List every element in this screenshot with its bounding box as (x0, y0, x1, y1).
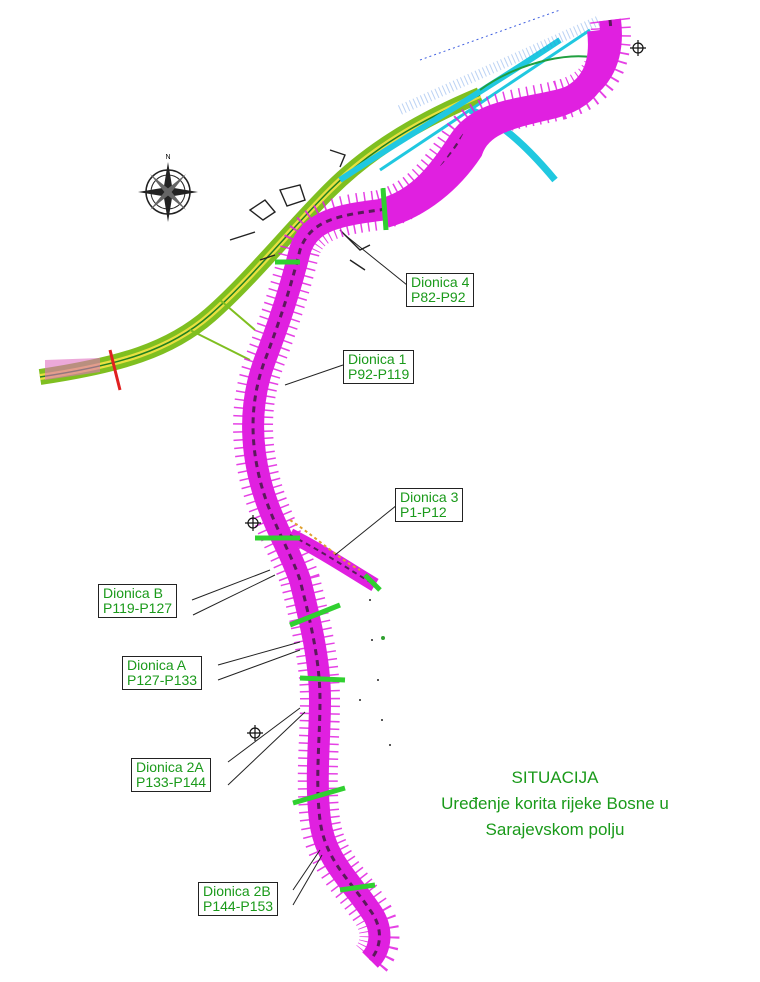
small-compass-icon (245, 40, 646, 741)
section-label-dionica-a: Dionica A P127-P133 (122, 656, 203, 690)
svg-text:N: N (165, 154, 170, 161)
section-range: P133-P144 (136, 774, 207, 790)
section-label-dionica-2a: Dionica 2A P133-P144 (131, 758, 212, 792)
leader-lines (191, 234, 408, 906)
section-range: P127-P133 (127, 672, 198, 688)
river-bosna (233, 17, 631, 975)
section-boundary-markers (255, 187, 389, 893)
section-label-dionica-2b: Dionica 2B P144-P153 (198, 882, 279, 916)
section-name: Dionica 3 (400, 489, 459, 505)
title-line-2: Uređenje korita rijeke Bosne u (441, 794, 669, 813)
north-arrow-compass-icon: N (138, 154, 198, 222)
highway (38, 87, 484, 391)
map-title: SITUACIJA Uređenje korita rijeke Bosne u… (400, 765, 710, 843)
section-label-dionica-4: Dionica 4 P82-P92 (406, 273, 475, 307)
section-range: P82-P92 (411, 289, 466, 305)
section-range: P119-P127 (103, 600, 173, 616)
section-range: P92-P119 (348, 366, 410, 382)
section-label-dionica-1: Dionica 1 P92-P119 (343, 350, 415, 384)
survey-points (359, 599, 391, 746)
section-name: Dionica B (103, 585, 163, 601)
section-label-dionica-b: Dionica B P119-P127 (98, 584, 178, 618)
section-name: Dionica 2B (203, 883, 271, 899)
section-name: Dionica 4 (411, 274, 470, 290)
section-name: Dionica A (127, 657, 187, 673)
title-line-3: Sarajevskom polju (485, 820, 625, 839)
section-range: P1-P12 (400, 504, 447, 520)
section-range: P144-P153 (203, 898, 274, 914)
title-line-1: SITUACIJA (511, 768, 599, 787)
section-name: Dionica 2A (136, 759, 204, 775)
section-label-dionica-3: Dionica 3 P1-P12 (395, 488, 464, 522)
section-name: Dionica 1 (348, 351, 407, 367)
